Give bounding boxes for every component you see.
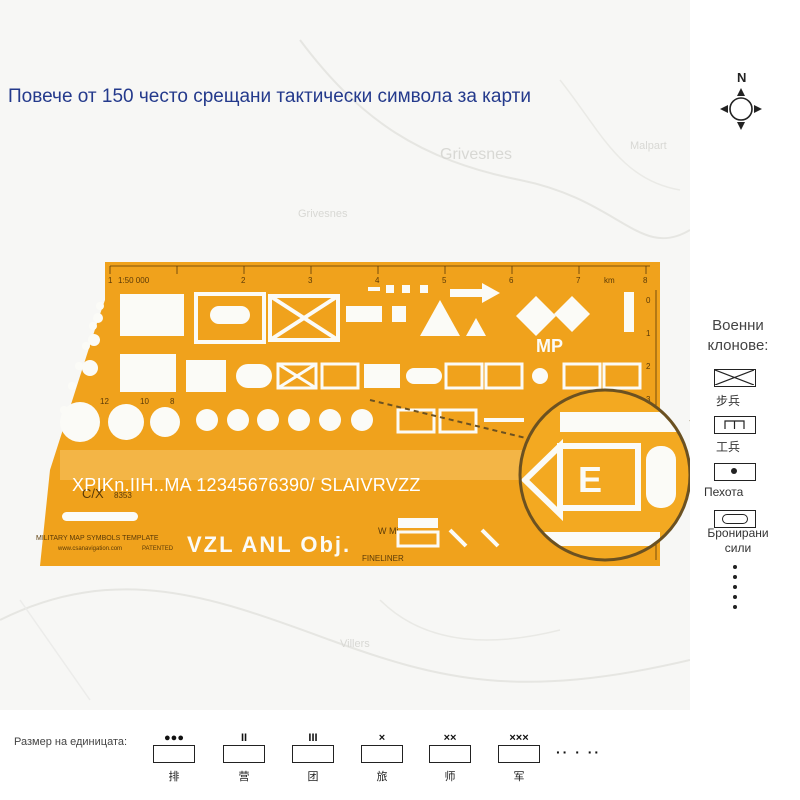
- ellipsis-dot: [733, 595, 737, 599]
- circle-label: 8: [170, 397, 175, 406]
- ruler-number: 4: [375, 276, 380, 285]
- unit-size-caption: 营: [238, 771, 250, 783]
- slot-cutout: [62, 512, 138, 521]
- infantry-cross-icon: [715, 370, 754, 385]
- unit-size-caption: 排: [168, 771, 180, 783]
- unit-size-marks: III: [308, 732, 318, 744]
- unit-size-caption: 旅: [376, 771, 388, 783]
- engineer-symbol-icon: E: [578, 459, 602, 500]
- ellipsis-dot: [733, 575, 737, 579]
- side-number: 1: [646, 329, 651, 338]
- legend-infantry-symbol: [714, 369, 756, 387]
- legend-dot-symbol: [714, 463, 756, 481]
- map-label: Malpart: [630, 140, 667, 152]
- blurred-band: [60, 450, 530, 480]
- unit-size-label: Размер на единицата:: [14, 736, 128, 748]
- scale-text: 1:50 000: [118, 276, 150, 285]
- map-lines: [0, 39, 690, 701]
- legend-label: 步兵: [716, 394, 741, 408]
- unit-size-marks: ××: [443, 732, 457, 744]
- unit-size-box: [361, 745, 403, 763]
- compass-icon: [720, 88, 762, 130]
- circle-label: 10: [140, 397, 149, 406]
- magnifier-pointer: [369, 399, 535, 441]
- unit-size-box: [153, 745, 195, 763]
- legend-engineer-symbol: [714, 416, 756, 434]
- top-ruler: [109, 265, 650, 274]
- map-label: Villers: [340, 638, 370, 650]
- unit-size-caption: 师: [444, 771, 456, 783]
- ruler-number: 1: [108, 276, 113, 285]
- model-number: 8353: [114, 491, 132, 500]
- stencil-overlay-text: XPIKn.IIH..MA 12345676390/ SLAIVRVZZ: [72, 475, 421, 495]
- ruler-number: 3: [308, 276, 313, 285]
- ruler-number: 7: [576, 276, 581, 285]
- unit-size-box: [429, 745, 471, 763]
- magnifier-ring: [518, 388, 690, 562]
- unit-size-box: [223, 745, 265, 763]
- mp-label: MP: [536, 336, 563, 356]
- wmi-label: W Mi: [378, 526, 399, 536]
- legend-title: Военни клонове:: [707, 317, 769, 354]
- circle-label: 12: [100, 397, 109, 406]
- ellipsis-dot: [733, 605, 737, 609]
- legend-label: Бронирани сили: [707, 526, 769, 555]
- compass-north-label: N: [737, 70, 747, 85]
- unit-size-caption: 团: [307, 771, 319, 783]
- ruler-number: 8: [643, 276, 648, 285]
- legend-armor-symbol: [714, 510, 756, 528]
- unit-size-marks: ×: [378, 732, 386, 744]
- unit-size-box: [292, 745, 334, 763]
- product-name: MILITARY MAP SYMBOLS TEMPLATE: [36, 535, 159, 542]
- fineliner-label: FINELINER: [362, 554, 404, 563]
- cutout-shapes: MP: [82, 283, 634, 376]
- side-number: 3: [646, 395, 651, 404]
- ellipsis-dot: [733, 585, 737, 589]
- patented-badge: PATENTED: [142, 546, 174, 552]
- model-mark: C/X: [82, 486, 104, 501]
- ruler-number: 2: [241, 276, 246, 285]
- map-label: Grivesnes: [440, 146, 513, 163]
- ruler-number: 6: [509, 276, 514, 285]
- big-letters: VZL ANL Obj.: [187, 532, 351, 557]
- dot-icon: [731, 468, 737, 474]
- ruler-number: 5: [442, 276, 447, 285]
- unit-size-ellipsis: ·· · ··: [556, 744, 602, 760]
- ellipsis-dot: [733, 565, 737, 569]
- km-label: km: [604, 276, 615, 285]
- legend-label: 工兵: [716, 440, 741, 454]
- unit-size-marks: ●●●: [164, 732, 184, 744]
- engineer-icon: [724, 420, 745, 429]
- legend-label: Пехота: [704, 485, 744, 499]
- unit-size-box: [498, 745, 540, 763]
- unit-size-caption: 军: [513, 771, 525, 783]
- website: www.csanavigation.com: [57, 546, 122, 552]
- page-title: Повече от 150 често срещани тактически с…: [8, 86, 531, 107]
- unit-size-marks: ×××: [509, 732, 529, 744]
- unit-size-panel: [0, 710, 800, 800]
- side-number: 2: [646, 362, 651, 371]
- unit-size-marks: II: [240, 732, 248, 744]
- side-number: 0: [646, 296, 651, 305]
- map-label: Grivesnes: [298, 208, 348, 220]
- oval-icon: [722, 514, 748, 524]
- stencil-template: 1:50 000 km 1 2 3 4 5 6 7 8 0 1 2 3 4 5: [36, 262, 690, 566]
